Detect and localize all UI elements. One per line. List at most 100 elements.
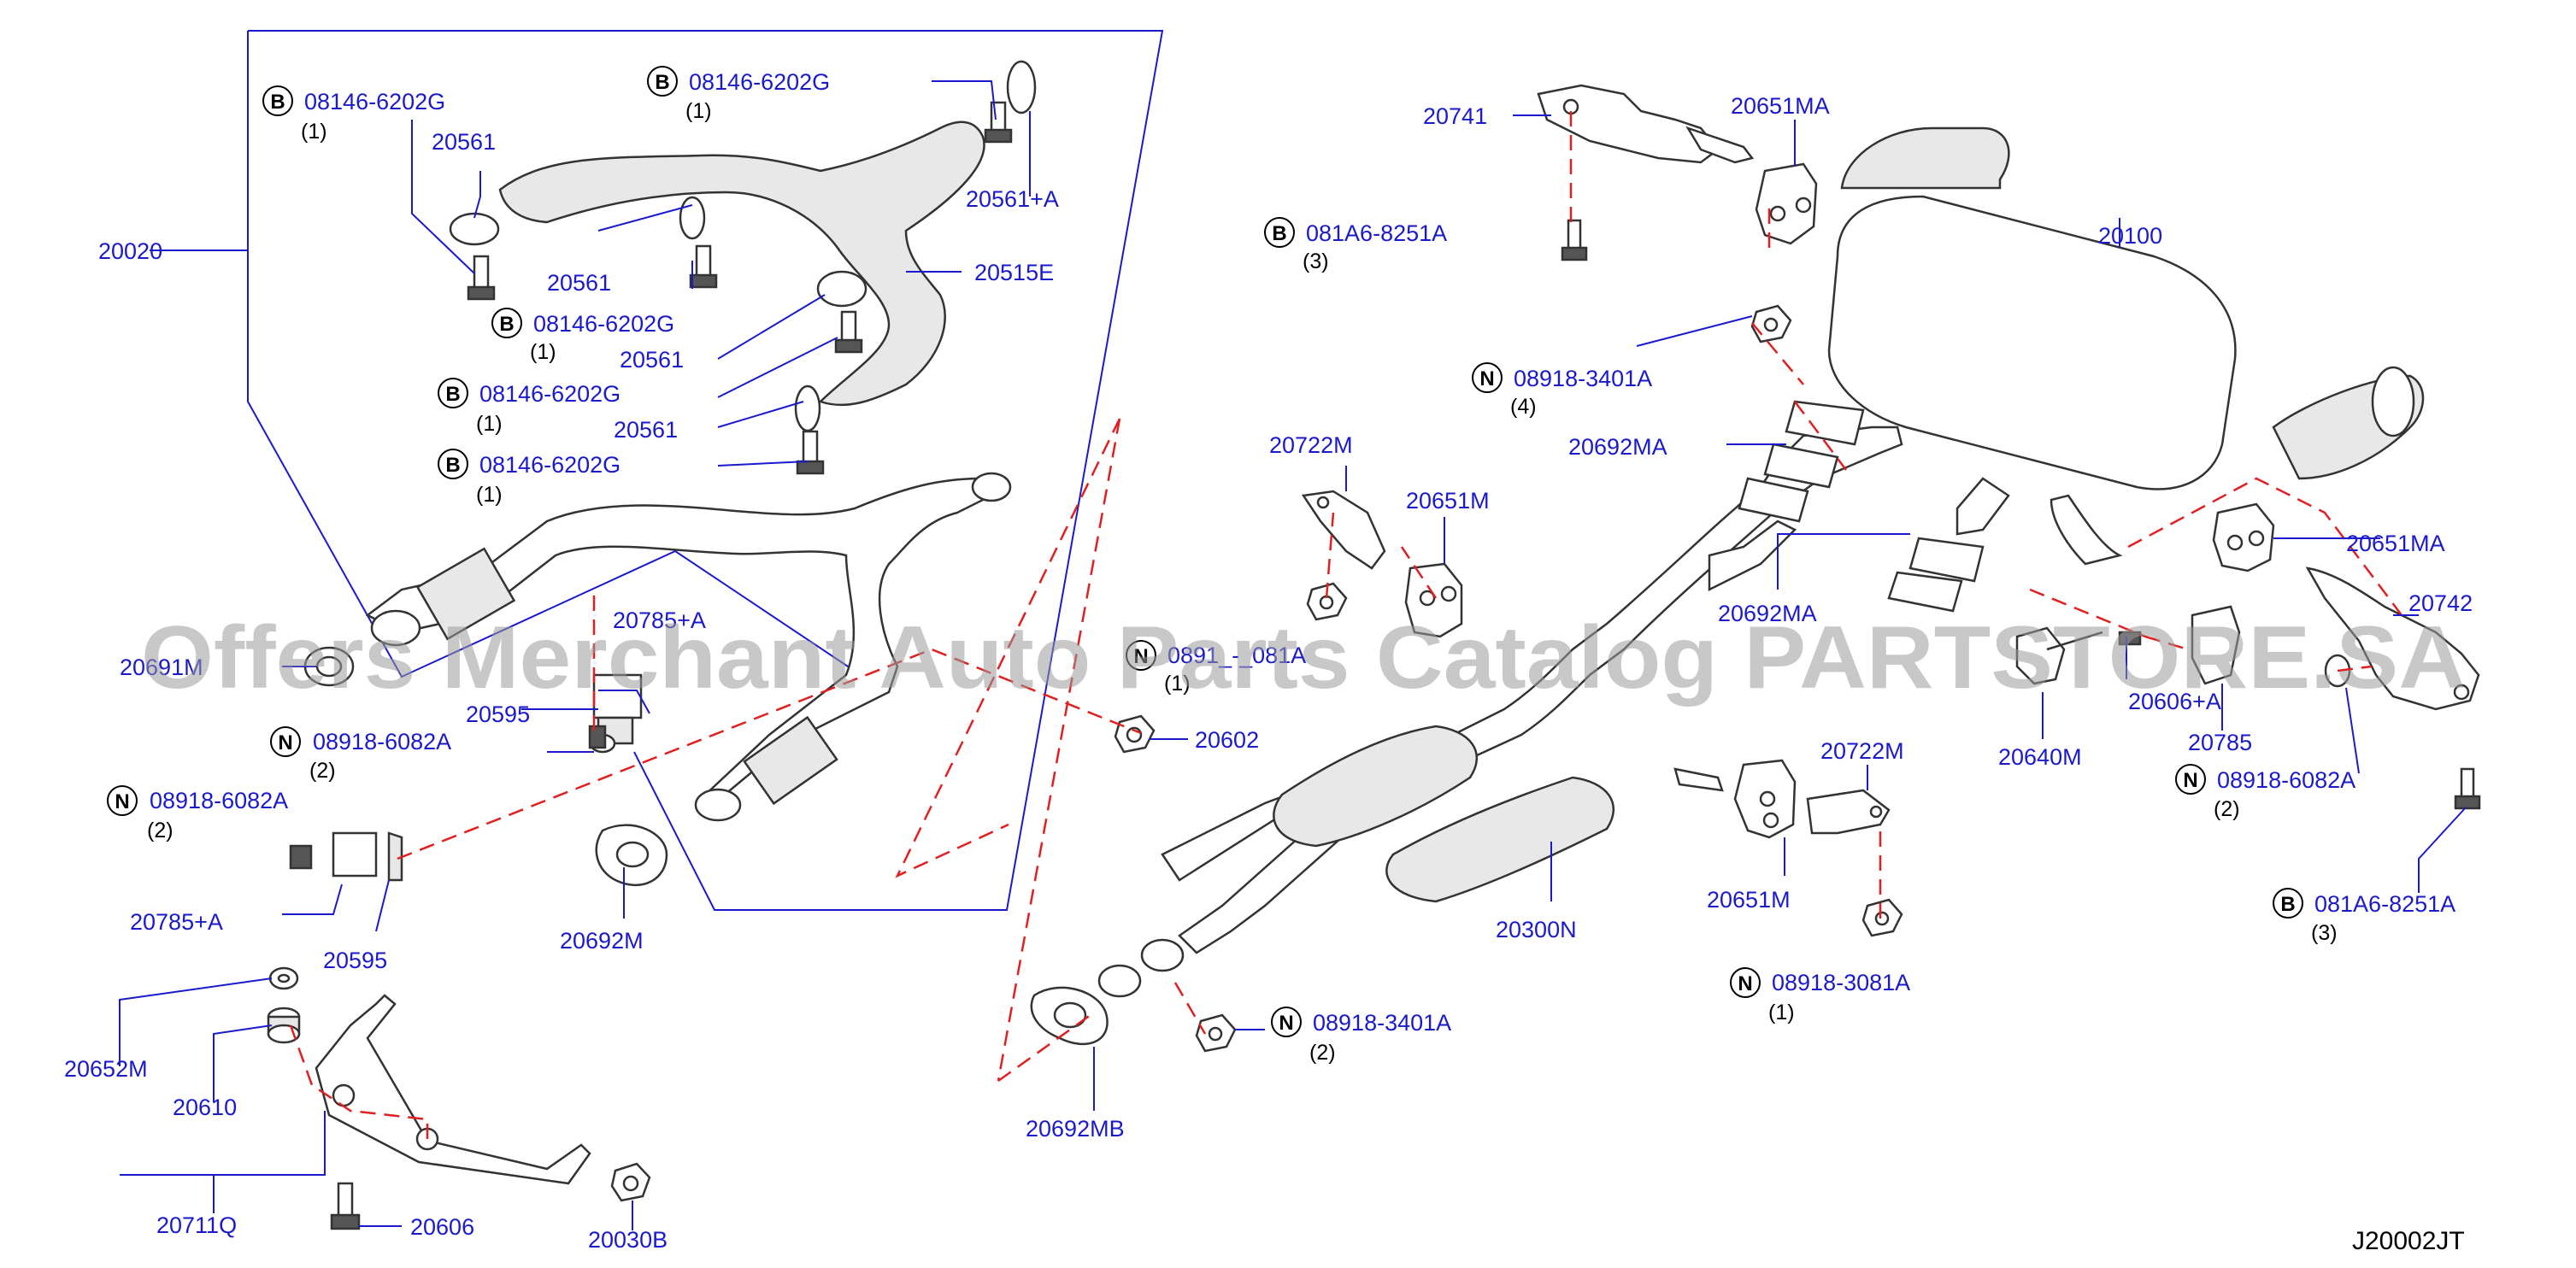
part-number: 08918-6082A bbox=[150, 788, 288, 813]
label-20785-a[interactable]: 20785+A bbox=[613, 608, 706, 633]
bracket-20711q[interactable] bbox=[315, 994, 591, 1185]
label-20691m[interactable]: 20691M bbox=[120, 655, 203, 680]
fastener-callout-n[interactable]: N 08918-6082A (2) bbox=[270, 726, 451, 783]
label-20100[interactable]: 20100 bbox=[2098, 223, 2162, 249]
part-number: 081A6-8251A bbox=[2314, 891, 2455, 917]
fastener-callout-b[interactable]: B 08146-6202G (1) bbox=[647, 66, 830, 123]
label-20300n[interactable]: 20300N bbox=[1496, 917, 1577, 942]
label-20741[interactable]: 20741 bbox=[1423, 103, 1487, 129]
bolt-20606[interactable] bbox=[330, 1182, 361, 1230]
label-20602[interactable]: 20602 bbox=[1195, 727, 1259, 753]
label-20561-a[interactable]: 20561+A bbox=[966, 186, 1059, 212]
quantity: (3) bbox=[2311, 921, 2338, 945]
label-20606-a[interactable]: 20606+A bbox=[2128, 689, 2221, 714]
bracket-20785[interactable] bbox=[2191, 605, 2241, 685]
sensor-mount-20785a-lower[interactable] bbox=[289, 831, 403, 882]
rubber-hanger-20651ma-right[interactable] bbox=[2212, 502, 2275, 572]
label-20595[interactable]: 20595 bbox=[323, 948, 387, 973]
fastener-callouts: B 08146-6202G (1) B 08146-6202G (1) B 08… bbox=[107, 66, 2455, 1065]
label-20030b[interactable]: 20030B bbox=[588, 1227, 668, 1253]
label-20785[interactable]: 20785 bbox=[2188, 730, 2252, 755]
fastener-callout-n[interactable]: N 08918-3401A (2) bbox=[1271, 1007, 1451, 1065]
nut-20602[interactable] bbox=[1114, 714, 1156, 754]
part-number: 08918-6082A bbox=[313, 729, 451, 754]
label-20651m[interactable]: 20651M bbox=[1406, 488, 1490, 514]
rubber-hanger-20651ma-upper[interactable] bbox=[1755, 162, 1818, 245]
washer-20652m[interactable] bbox=[268, 966, 299, 990]
fastener-callout-b[interactable]: B 08146-6202G (1) bbox=[491, 308, 674, 364]
marker-letter: N bbox=[2183, 769, 2197, 792]
fastener-group-right[interactable] bbox=[1195, 219, 2481, 1053]
part-number: 08918-3401A bbox=[1313, 1010, 1451, 1036]
label-20561[interactable]: 20561 bbox=[620, 347, 684, 373]
main-muffler-20100[interactable] bbox=[1827, 126, 2425, 566]
label-20652m[interactable]: 20652M bbox=[64, 1056, 148, 1082]
hanger-bracket-20741[interactable] bbox=[1537, 84, 1755, 164]
fastener-callout-n[interactable]: N 08918-6082A (2) bbox=[107, 785, 288, 842]
marker-letter: N bbox=[1738, 972, 1752, 995]
fastener-callout-b[interactable]: B 08146-6202G (1) bbox=[262, 85, 445, 144]
gasket-20692mb[interactable] bbox=[1030, 986, 1109, 1046]
quantity: (1) bbox=[1164, 672, 1191, 696]
fastener-callout-n[interactable]: N 08918-3081A (1) bbox=[1730, 967, 1910, 1024]
sensor-bracket-20640m[interactable] bbox=[2015, 626, 2103, 685]
gasket-20692m[interactable] bbox=[595, 824, 668, 887]
part-number: 08918-6082A bbox=[2217, 767, 2355, 793]
fastener-callout-n[interactable]: N 0891_-_081A (1) bbox=[1126, 640, 1306, 696]
label-20711q[interactable]: 20711Q bbox=[156, 1212, 237, 1238]
marker-letter: B bbox=[655, 71, 669, 94]
gasket-20691m[interactable] bbox=[303, 646, 355, 687]
front-exhaust-tube[interactable] bbox=[365, 472, 1012, 822]
fastener-callout-b[interactable]: B 081A6-8251A (3) bbox=[2273, 888, 2455, 945]
label-20651m[interactable]: 20651M bbox=[1707, 887, 1791, 913]
label-20610[interactable]: 20610 bbox=[173, 1095, 237, 1120]
rubber-hanger-20651m-left[interactable] bbox=[1404, 562, 1463, 638]
label-20561[interactable]: 20561 bbox=[432, 129, 496, 155]
heat-insulator-20515e[interactable] bbox=[498, 120, 985, 407]
fastener-callout-b[interactable]: B 08146-6202G (1) bbox=[438, 378, 620, 436]
label-20595[interactable]: 20595 bbox=[466, 702, 530, 727]
label-20651ma[interactable]: 20651MA bbox=[1731, 93, 1830, 119]
label-20515e[interactable]: 20515E bbox=[974, 260, 1054, 285]
fastener-callout-b[interactable]: B 081A6-8251A (3) bbox=[1264, 217, 1447, 273]
gasket-20692ma[interactable] bbox=[1738, 400, 1985, 613]
label-20785-a[interactable]: 20785+A bbox=[130, 909, 223, 935]
label-20692mb[interactable]: 20692MB bbox=[1026, 1116, 1125, 1142]
fastener-callout-n[interactable]: N 08918-3401A (4) bbox=[1472, 362, 1652, 419]
bracket-20722m-left[interactable] bbox=[1301, 490, 1386, 570]
part-number: 08146-6202G bbox=[689, 69, 830, 95]
label-20692ma[interactable]: 20692MA bbox=[1568, 434, 1667, 460]
clamp-20561[interactable] bbox=[449, 60, 1037, 432]
marker-letter: B bbox=[445, 383, 460, 406]
center-pipe-20300n[interactable] bbox=[1097, 426, 2010, 998]
bolt-group-left[interactable] bbox=[467, 101, 1013, 475]
label-20561[interactable]: 20561 bbox=[547, 270, 611, 296]
label-20742[interactable]: 20742 bbox=[2408, 590, 2473, 616]
rubber-hanger-20651m-lower[interactable] bbox=[1733, 759, 1797, 839]
label-20606[interactable]: 20606 bbox=[410, 1214, 474, 1240]
label-20561[interactable]: 20561 bbox=[614, 417, 678, 443]
label-20692m[interactable]: 20692M bbox=[560, 928, 644, 954]
assembly-relation-lines bbox=[289, 111, 2403, 1139]
label-20651ma[interactable]: 20651MA bbox=[2346, 531, 2445, 556]
label-20692ma[interactable]: 20692MA bbox=[1718, 601, 1817, 626]
fastener-callout-n[interactable]: N 08918-6082A (2) bbox=[2175, 764, 2355, 821]
callouts: 20020 20561 20561 20561 20561 20561+A 20… bbox=[64, 93, 2473, 1253]
part-number: 081A6-8251A bbox=[1306, 220, 1447, 246]
quantity: (1) bbox=[301, 120, 327, 144]
nut-20030b[interactable] bbox=[610, 1162, 651, 1202]
quantity: (1) bbox=[685, 99, 712, 123]
fastener-callout-b[interactable]: B 08146-6202G (1) bbox=[438, 449, 620, 507]
label-20722m[interactable]: 20722M bbox=[1269, 432, 1353, 458]
quantity: (2) bbox=[1309, 1041, 1336, 1065]
label-20722m[interactable]: 20722M bbox=[1820, 738, 1904, 764]
bracket-20722m-right[interactable] bbox=[1806, 789, 1891, 835]
label-20020[interactable]: 20020 bbox=[98, 238, 162, 264]
quantity: (2) bbox=[147, 819, 173, 842]
label-20640m[interactable]: 20640M bbox=[1998, 744, 2082, 770]
sensor-mount-20785a-upper[interactable] bbox=[588, 673, 643, 754]
marker-letter: B bbox=[499, 313, 514, 336]
part-number: 08918-3401A bbox=[1514, 366, 1652, 391]
hanger-bracket-20742[interactable] bbox=[2305, 566, 2480, 711]
quantity: (1) bbox=[530, 340, 556, 364]
